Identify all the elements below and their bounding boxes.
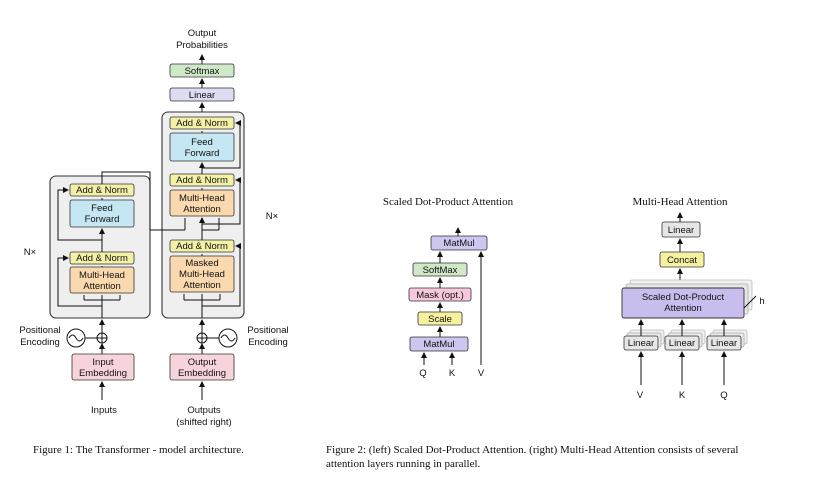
decoder-add-norm-1-label: Add & Norm xyxy=(176,241,228,252)
mha-linear-q-label: Linear xyxy=(711,338,737,349)
sdpa-matmul-top xyxy=(430,235,488,251)
figure2-caption-line2: attention layers running in parallel. xyxy=(326,458,481,470)
decoder-positional-label-1: Positional xyxy=(247,325,288,336)
mha-linear-v-stack: Linear xyxy=(623,329,665,351)
decoder-cross-attention-label-1: Multi-Head xyxy=(179,193,225,204)
decoder-feed-forward-label-1: Feed xyxy=(191,137,213,148)
decoder-cross-attention-label-2: Attention xyxy=(183,204,221,215)
encoder-positional-label-1: Positional xyxy=(19,325,60,336)
encoder-block xyxy=(49,175,151,319)
output-embedding-label-1: Output xyxy=(188,357,217,368)
figure1-caption: Figure 1: The Transformer - model archit… xyxy=(33,444,244,456)
decoder-nx-label: N× xyxy=(266,211,278,222)
output-probabilities-label-1: Output xyxy=(188,28,217,39)
decoder-linear-box xyxy=(169,87,235,102)
mha-linear-top-label: Linear xyxy=(668,225,694,236)
sdpa-scale-label: Scale xyxy=(428,314,452,325)
encoder-positional-label-2: Encoding xyxy=(20,337,60,348)
mha-linear-v-label: Linear xyxy=(628,338,654,349)
figure2-caption-line1: Figure 2: (left) Scaled Dot-Product Atte… xyxy=(326,444,739,456)
mha-sdpa-label-2: Attention xyxy=(664,303,702,314)
sdpa-softmax-label: SoftMax xyxy=(423,265,458,276)
encoder-attention-label-2: Attention xyxy=(83,281,121,292)
encoder-feed-forward-label-2: Forward xyxy=(85,214,120,225)
transformer-diagram: Output Probabilities Softmax Linear Add … xyxy=(19,28,288,428)
encoder-add-norm-2-label: Add & Norm xyxy=(76,185,128,196)
decoder-feed-forward-label-2: Forward xyxy=(185,148,220,159)
mha-linear-k-stack: Linear xyxy=(664,329,706,351)
mha-v-label: V xyxy=(637,390,644,401)
sdpa-matmul-bottom xyxy=(409,336,469,352)
decoder-masked-attention-label-2: Multi-Head xyxy=(179,269,225,280)
mha-concat xyxy=(659,251,705,268)
decoder-add-norm-3-label: Add & Norm xyxy=(176,118,228,129)
sdpa-k-label: K xyxy=(449,368,456,379)
decoder-softmax-box xyxy=(169,63,235,78)
encoder-add-norm-1-label: Add & Norm xyxy=(76,253,128,264)
encoder-feed-forward-label-1: Feed xyxy=(91,203,113,214)
mha-q-label: Q xyxy=(720,390,727,401)
sdpa-matmul-bottom-label: MatMul xyxy=(423,339,454,350)
multi-head-attention-diagram: Multi-Head Attention Linear Concat Scale… xyxy=(621,196,765,401)
mha-sdpa-label-1: Scaled Dot-Product xyxy=(642,292,725,303)
decoder-masked-attention-label-1: Masked xyxy=(185,258,218,269)
output-probabilities-label-2: Probabilities xyxy=(176,40,228,51)
input-embedding-label-2: Embedding xyxy=(79,368,127,379)
mha-linear-q-stack: Linear xyxy=(706,329,748,351)
mha-linear-k-label: Linear xyxy=(669,338,695,349)
encoder-nx-label: N× xyxy=(24,247,36,258)
mha-linear-top xyxy=(661,221,701,238)
decoder-linear-label: Linear xyxy=(189,90,215,101)
input-embedding-label-1: Input xyxy=(92,357,113,368)
scaled-dot-product-diagram: Scaled Dot-Product Attention MatMul Soft… xyxy=(383,196,514,379)
sdpa-q-label: Q xyxy=(419,368,426,379)
sdpa-title: Scaled Dot-Product Attention xyxy=(383,196,514,208)
sdpa-matmul-top-label: MatMul xyxy=(443,238,474,249)
mha-title: Multi-Head Attention xyxy=(632,196,728,208)
outputs-label-2: (shifted right) xyxy=(176,417,231,428)
mha-concat-label: Concat xyxy=(667,255,697,266)
decoder-add-norm-2-label: Add & Norm xyxy=(176,175,228,186)
input-embedding-box xyxy=(71,353,135,381)
outputs-label-1: Outputs xyxy=(187,405,221,416)
output-embedding-label-2: Embedding xyxy=(178,368,226,379)
decoder-add-norm-3 xyxy=(169,116,235,130)
decoder-softmax-label: Softmax xyxy=(185,66,220,77)
mha-sdpa-box xyxy=(621,287,745,319)
mha-k-label: K xyxy=(679,390,686,401)
inputs-label: Inputs xyxy=(91,405,117,416)
encoder-attention-label-1: Multi-Head xyxy=(79,270,125,281)
sdpa-mask-label: Mask (opt.) xyxy=(416,290,464,301)
mha-h-label: h xyxy=(759,296,764,307)
decoder-positional-label-2: Encoding xyxy=(248,337,288,348)
sdpa-v-label: V xyxy=(478,368,485,379)
decoder-masked-attention-label-3: Attention xyxy=(183,280,221,291)
